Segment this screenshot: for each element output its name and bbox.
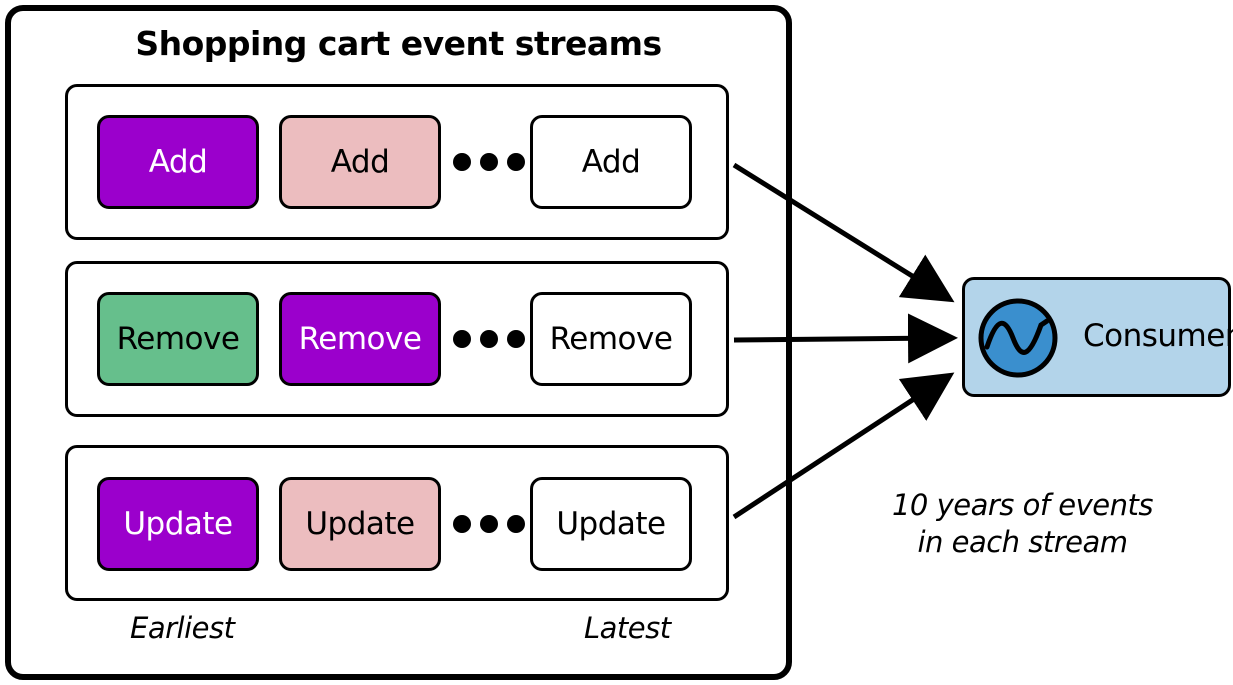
event-add-latest: Add [530, 115, 692, 209]
note-line-1: 10 years of events [891, 488, 1154, 522]
event-update-earliest: Update [97, 477, 259, 571]
ellipsis-dots [453, 152, 525, 172]
event-add-middle: Add [279, 115, 441, 209]
stream-duration-note: 10 years of events in each stream [880, 487, 1165, 561]
arrow-add-to-consumer [732, 162, 955, 303]
ellipsis-dots [453, 514, 525, 534]
event-remove-middle: Remove [279, 292, 441, 386]
arrow-update-to-consumer [732, 372, 955, 520]
wave-icon [978, 298, 1058, 378]
ellipsis-dots [453, 329, 525, 349]
event-update-latest: Update [530, 477, 692, 571]
latest-label: Latest [584, 611, 671, 645]
event-remove-latest: Remove [530, 292, 692, 386]
event-update-middle: Update [279, 477, 441, 571]
consumer-label: Consumer [1083, 318, 1233, 354]
earliest-label: Earliest [130, 611, 235, 645]
event-remove-earliest: Remove [97, 292, 259, 386]
note-line-2: in each stream [917, 525, 1128, 559]
diagram-title: Shopping cart event streams [135, 24, 662, 63]
event-add-earliest: Add [97, 115, 259, 209]
arrow-remove-to-consumer [733, 313, 958, 364]
